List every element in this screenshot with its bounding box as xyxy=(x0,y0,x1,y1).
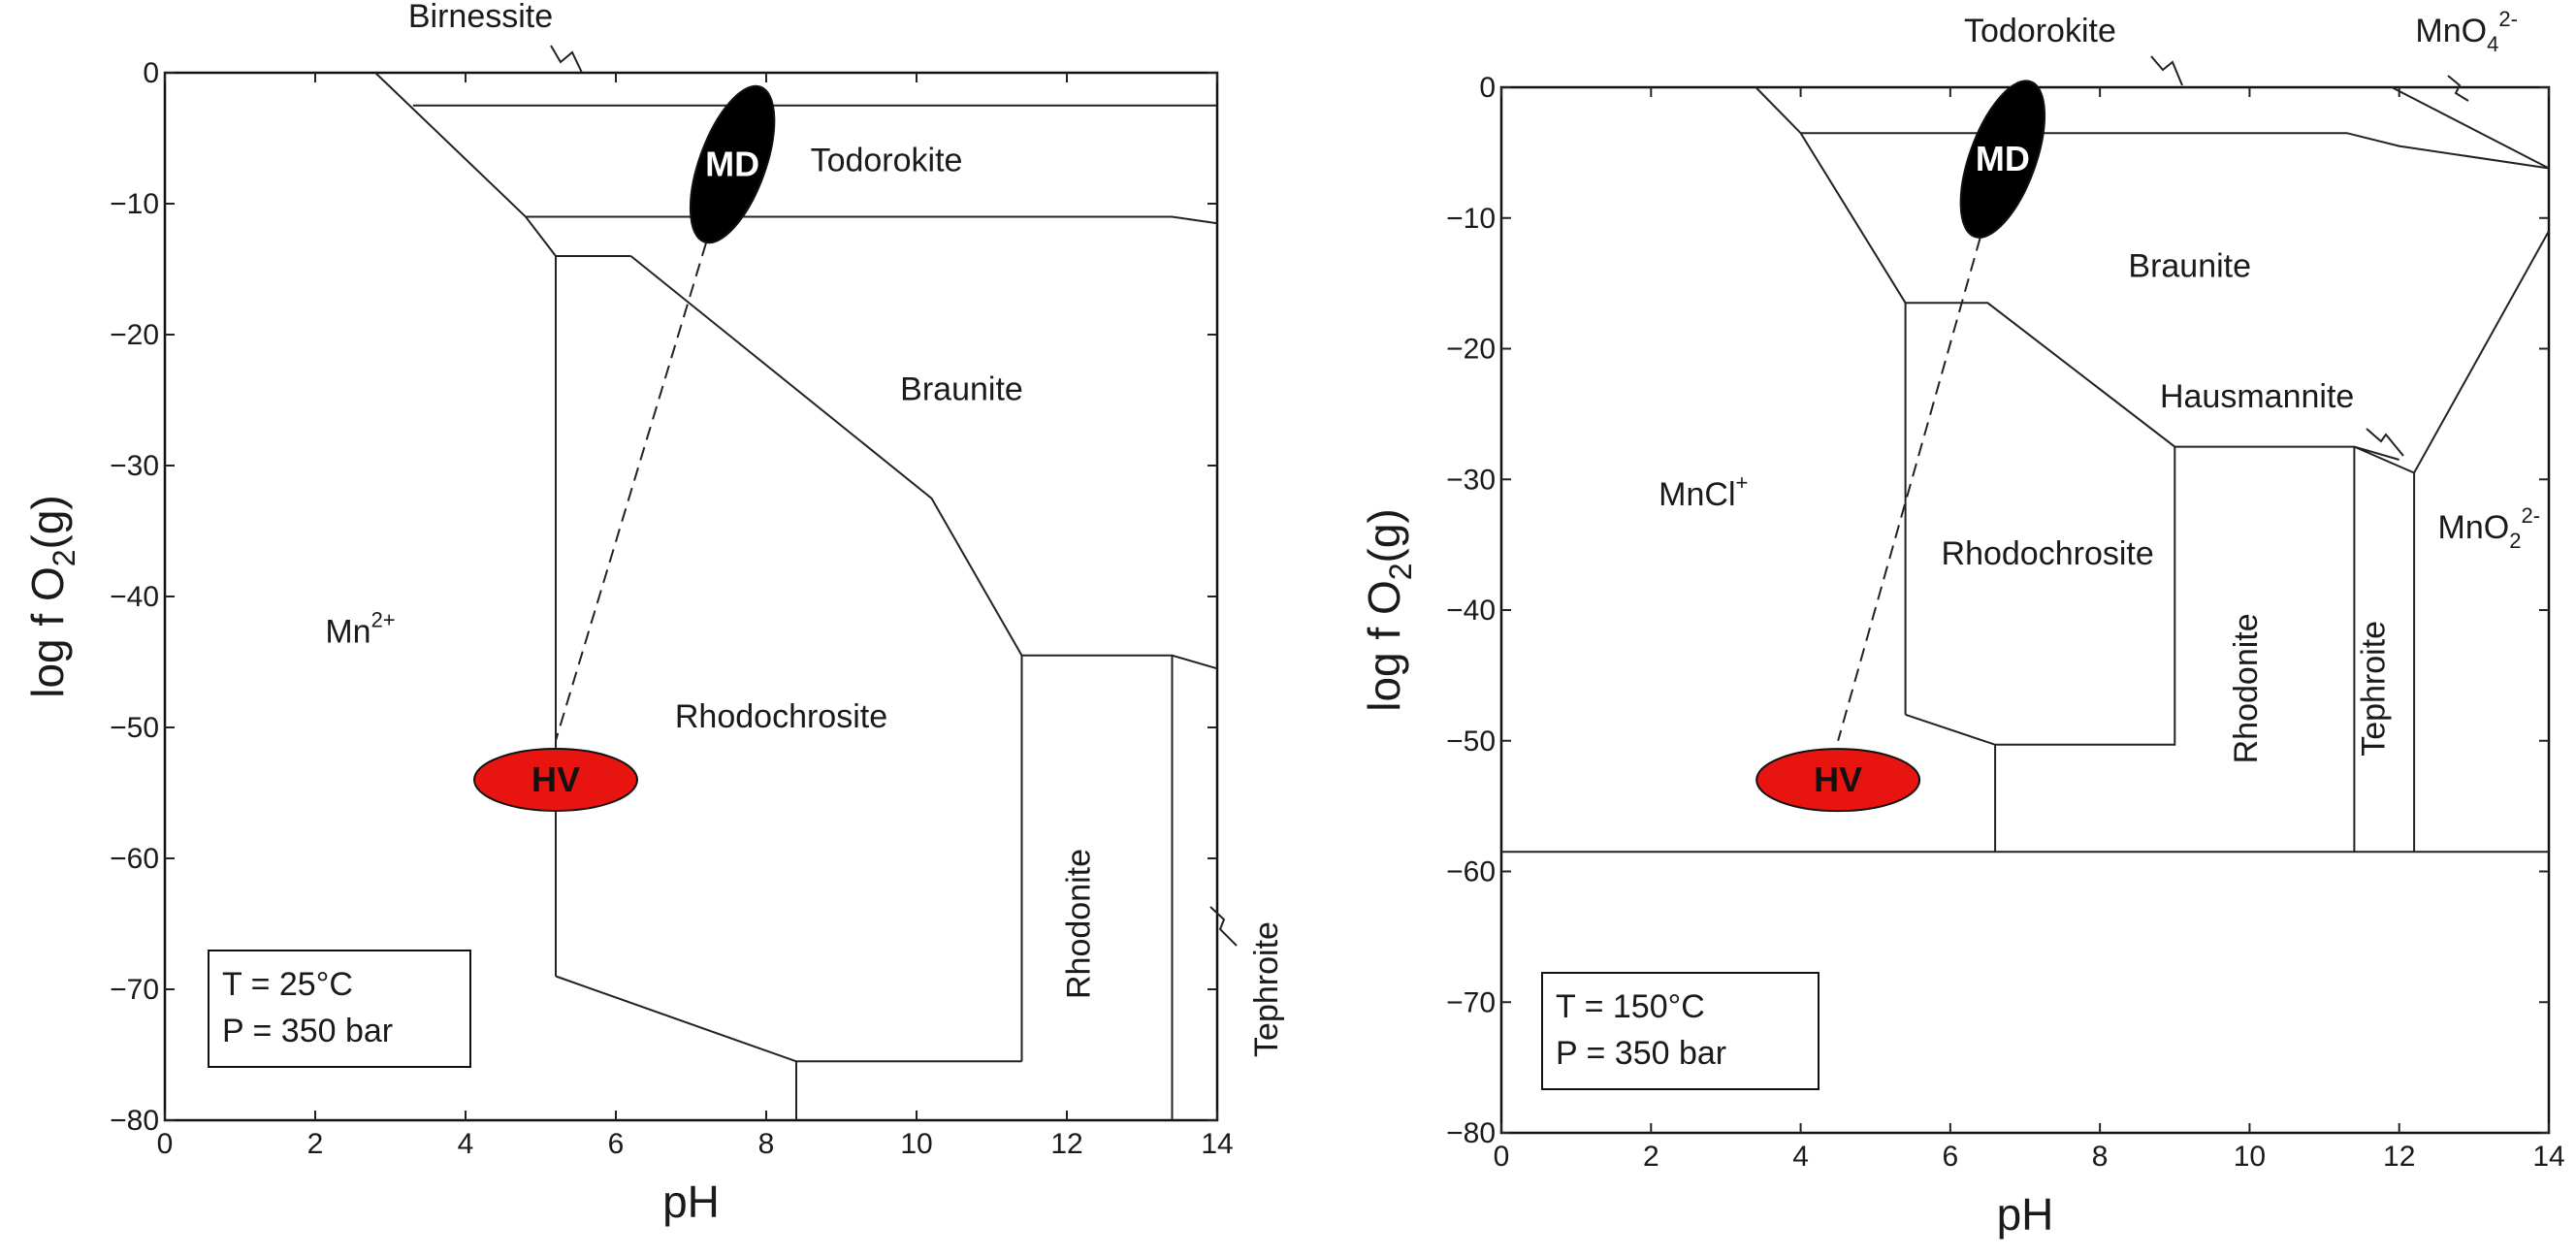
panel1-boundary-6 xyxy=(555,975,1022,1063)
panel2-field-label: MnO22- xyxy=(2438,503,2541,553)
panel1-conditions-box xyxy=(208,950,471,1068)
panel2-y-tick-label: −50 xyxy=(1446,725,1496,757)
panel1-marker-hv xyxy=(473,748,638,812)
panel2-marker-label-md: MD xyxy=(1976,139,2030,178)
panel1-conditions-line: T = 25°C xyxy=(222,966,353,1003)
panel1-boundary-3 xyxy=(629,255,1023,657)
panel1-y-axis-label: log f O2(g) xyxy=(22,495,81,698)
panel1-boundary-4 xyxy=(1021,654,1218,670)
panel2-field-label: Tephroite xyxy=(2355,621,2392,757)
panel2-x-tick-label: 12 xyxy=(2383,1141,2415,1173)
label-leader-mark xyxy=(2366,428,2404,457)
panel2-field-label: MnCl+ xyxy=(1658,470,1748,513)
panel1-y-tick-label: −30 xyxy=(110,450,159,482)
panel1-field-label: Mn2+ xyxy=(325,607,395,650)
panel2: 0 2 4 6 8 10 12 14 0 −10 −20 −30 −40 −50 −60 −70 −80 pH lo… xyxy=(1359,7,2565,1240)
panel2-marker-label-hv: HV xyxy=(1814,759,1862,799)
panel1-y-tick-label: −10 xyxy=(110,188,159,220)
panel1-x-tick-label: 2 xyxy=(307,1128,324,1160)
panel2-x-axis-label: pH xyxy=(1997,1189,2054,1240)
panel2-boundary-5 xyxy=(1905,446,2176,746)
panel1-x-tick-label: 10 xyxy=(900,1128,932,1160)
panel1-x-tick-label: 8 xyxy=(758,1128,775,1160)
panel1-x-tick-label: 6 xyxy=(608,1128,625,1160)
panel2-x-tick-label: 2 xyxy=(1643,1141,1659,1173)
panel2-x-tick-label: 6 xyxy=(1943,1141,1959,1173)
panel1-y-tick-label: −50 xyxy=(110,712,159,744)
panel2-boundary-10 xyxy=(2391,86,2550,170)
panel1-y-tick-label: −20 xyxy=(110,319,159,351)
panel2-y-tick-label: −30 xyxy=(1446,464,1496,496)
panel2-y-axis-label: log f O2(g) xyxy=(1359,508,1418,712)
panel1-x-tick-label: 0 xyxy=(157,1128,174,1160)
panel1-trend-line xyxy=(555,242,707,741)
panel2-y-tick-label: −70 xyxy=(1446,986,1496,1018)
panel2-boundary-1 xyxy=(1800,132,2550,170)
label-leader-mark xyxy=(2150,55,2183,86)
panel2-x-tick-label: 4 xyxy=(1792,1141,1809,1173)
panel2-field-label: Rhodonite xyxy=(2228,613,2265,763)
panel1-marker-label-hv: HV xyxy=(531,759,580,799)
panel1-y-tick-label: −80 xyxy=(110,1105,159,1137)
panel2-conditions-line: P = 350 bar xyxy=(1556,1035,1726,1072)
panel1-field-label: Rhodochrosite xyxy=(675,698,887,735)
panel1-y-tick-label: −40 xyxy=(110,581,159,613)
panel2-y-tick-label: −60 xyxy=(1446,856,1496,888)
panel2-field-label: Hausmannite xyxy=(2160,378,2354,415)
panel2-y-tick-label: −20 xyxy=(1446,334,1496,366)
panel1-x-tick-label: 14 xyxy=(1201,1128,1233,1160)
panel2-field-label: Braunite xyxy=(2128,247,2251,284)
panel2-x-tick-label: 14 xyxy=(2532,1141,2564,1173)
label-leader-mark xyxy=(550,45,583,74)
panel1-x-tick-label: 12 xyxy=(1050,1128,1082,1160)
panel2-y-tick-label: −80 xyxy=(1446,1117,1496,1149)
panel1-field-label: Braunite xyxy=(900,371,1023,408)
panel1-x-axis-label: pH xyxy=(662,1176,720,1227)
panel2-field-label: Todorokite xyxy=(1964,13,2116,49)
label-leader-mark xyxy=(1209,906,1238,947)
panel1-y-tick-label: −60 xyxy=(110,843,159,875)
panel2-trend-line xyxy=(1837,237,1981,742)
panel1-y-tick-label: 0 xyxy=(143,57,159,89)
panel2-x-tick-label: 10 xyxy=(2234,1141,2266,1173)
panel1-x-tick-label: 4 xyxy=(458,1128,474,1160)
panel1: 0 2 4 6 8 10 12 14 0 −10 −20 −30 −40 −50 −60 −70 −80 pH lo… xyxy=(22,0,1285,1227)
panel2-conditions-line: T = 150°C xyxy=(1556,988,1705,1025)
panel1-marker-md xyxy=(689,84,776,244)
panel2-x-tick-label: 0 xyxy=(1494,1141,1510,1173)
panel1-conditions-line: P = 350 bar xyxy=(222,1013,393,1049)
panel1-field-label: Tephroite xyxy=(1248,921,1285,1057)
panel1-field-label: Rhodonite xyxy=(1060,849,1097,999)
panel2-field-label: Rhodochrosite xyxy=(1942,535,2154,572)
panel1-y-tick-label: −70 xyxy=(110,974,159,1006)
panel2-y-tick-label: −10 xyxy=(1446,203,1496,235)
panel2-x-tick-label: 8 xyxy=(2092,1141,2109,1173)
panel2-field-label: MnO42- xyxy=(2415,7,2518,56)
panel2-marker-hv xyxy=(1755,748,1921,813)
panel2-boundary-2 xyxy=(1905,230,2550,474)
panel2-conditions-box xyxy=(1541,972,1819,1090)
panel2-y-tick-label: −40 xyxy=(1446,595,1496,627)
panel2-y-tick-label: 0 xyxy=(1479,72,1496,104)
panel2-boundary-3 xyxy=(2354,445,2399,461)
panel1-field-label: Birnessite xyxy=(408,0,553,35)
panel1-field-label: Todorokite xyxy=(811,142,963,178)
panel2-boundary-0 xyxy=(1755,86,1907,304)
label-leader-mark xyxy=(2447,75,2469,102)
panel1-marker-label-md: MD xyxy=(705,145,759,184)
panel2-marker-md xyxy=(1959,80,2046,239)
panel1-boundary-9 xyxy=(526,215,1218,225)
panel1-boundary-0 xyxy=(374,72,557,257)
